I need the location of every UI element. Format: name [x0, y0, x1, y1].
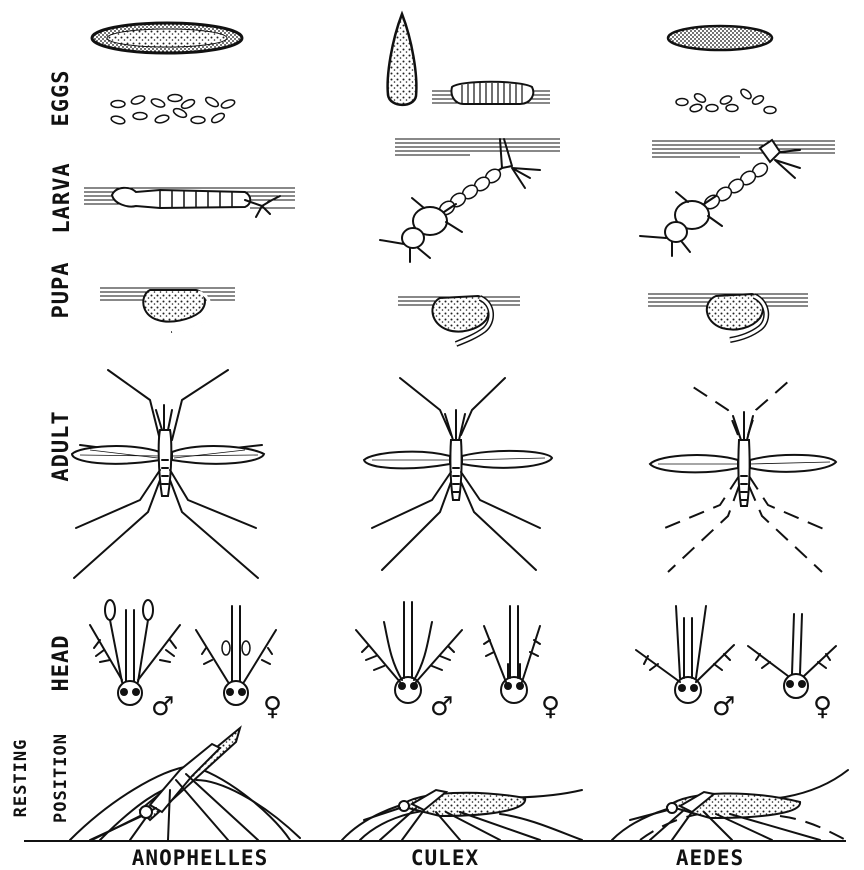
resting-anopheles [70, 728, 300, 840]
head-anopheles-female [196, 606, 276, 705]
pupa-culex [398, 296, 520, 344]
resting-aedes [612, 770, 848, 840]
head-aedes-male [636, 606, 734, 703]
adult-aedes [650, 380, 836, 572]
head-culex-male [356, 602, 462, 703]
pupa-aedes [648, 294, 808, 340]
head-aedes-female [748, 614, 836, 698]
eggs-anopheles [92, 23, 242, 125]
adult-culex [364, 378, 552, 570]
larva-anopheles [84, 188, 295, 217]
resting-culex [342, 790, 582, 840]
head-culex-female [484, 606, 540, 703]
eggs-culex [388, 14, 550, 105]
head-anopheles-male [90, 600, 180, 705]
eggs-aedes [668, 26, 776, 114]
larva-culex [380, 139, 560, 262]
adult-anopheles [72, 370, 264, 578]
pupa-anopheles [100, 288, 235, 332]
larva-aedes [640, 140, 835, 256]
